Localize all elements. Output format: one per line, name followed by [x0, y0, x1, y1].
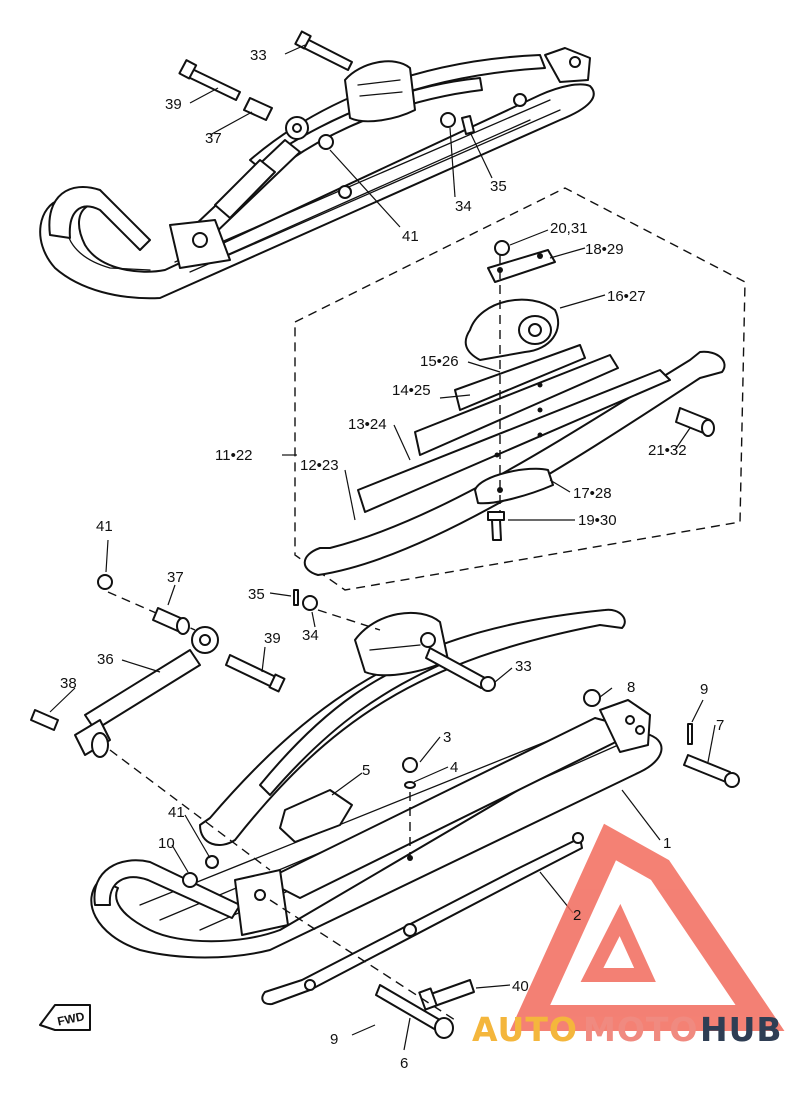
- watermark-hub: HUB: [700, 1010, 783, 1049]
- callout-40: 40: [512, 978, 529, 995]
- callout-5: 5: [362, 762, 370, 779]
- callout-41-top: 41: [402, 228, 419, 245]
- watermark-moto: MOTO: [583, 1010, 699, 1049]
- fwd-arrow-icon: FWD: [39, 1004, 91, 1031]
- callout-41-bottom: 41: [168, 804, 185, 821]
- callout-39-bottom: 39: [264, 630, 281, 647]
- top-leader-lines: [189, 44, 493, 228]
- callout-35-top: 35: [490, 178, 507, 195]
- callout-19-30: 19•30: [578, 512, 617, 529]
- bottom-ski-assembly: [90, 608, 740, 1039]
- callout-15-26: 15•26: [420, 353, 459, 370]
- callout-34-bottom: 34: [302, 627, 319, 644]
- callout-6: 6: [400, 1055, 408, 1072]
- callout-39-top: 39: [165, 96, 182, 113]
- bottom-shock-parts: [30, 574, 381, 871]
- callout-14-25: 14•25: [392, 382, 431, 399]
- callout-7: 7: [716, 717, 724, 734]
- callout-labels: 33 39 37 41 34 35 20,31 18•29 16•27 15•2…: [60, 47, 724, 1072]
- callout-33-top: 33: [250, 47, 267, 64]
- callout-10: 10: [158, 835, 175, 852]
- automotohub-logo-icon: [509, 823, 785, 1031]
- callout-38: 38: [60, 675, 77, 692]
- callout-33-bottom: 33: [515, 658, 532, 675]
- callout-8: 8: [627, 679, 635, 696]
- bottom-leader-lines: [49, 539, 716, 1051]
- callout-37-top: 37: [205, 130, 222, 147]
- callout-4: 4: [450, 759, 458, 776]
- callout-16-27: 16•27: [607, 288, 646, 305]
- fwd-label: FWD: [56, 1009, 86, 1028]
- exploded-leader-lines: [282, 229, 691, 521]
- callout-2: 2: [573, 907, 581, 924]
- callout-11-22: 11•22: [215, 447, 253, 464]
- callout-17-28: 17•28: [573, 485, 612, 502]
- callout-9-bottom: 9: [330, 1031, 338, 1048]
- callout-12-23: 12•23: [300, 457, 339, 474]
- callout-37-bottom: 37: [167, 569, 184, 586]
- callout-3: 3: [443, 729, 451, 746]
- callout-9-right: 9: [700, 681, 708, 698]
- leaf-spring-exploded: [294, 187, 746, 591]
- callout-18-29: 18•29: [585, 241, 624, 258]
- top-ski-assembly: [39, 30, 595, 300]
- callout-21-32: 21•32: [648, 442, 687, 459]
- callout-1: 1: [663, 835, 671, 852]
- callout-34-top: 34: [455, 198, 472, 215]
- callout-13-24: 13•24: [348, 416, 387, 433]
- callout-20-31: 20,31: [550, 220, 588, 237]
- watermark-auto: AUTO: [472, 1010, 578, 1049]
- callout-41-left: 41: [96, 518, 113, 535]
- callout-36: 36: [97, 651, 114, 668]
- callout-35-bottom: 35: [248, 586, 265, 603]
